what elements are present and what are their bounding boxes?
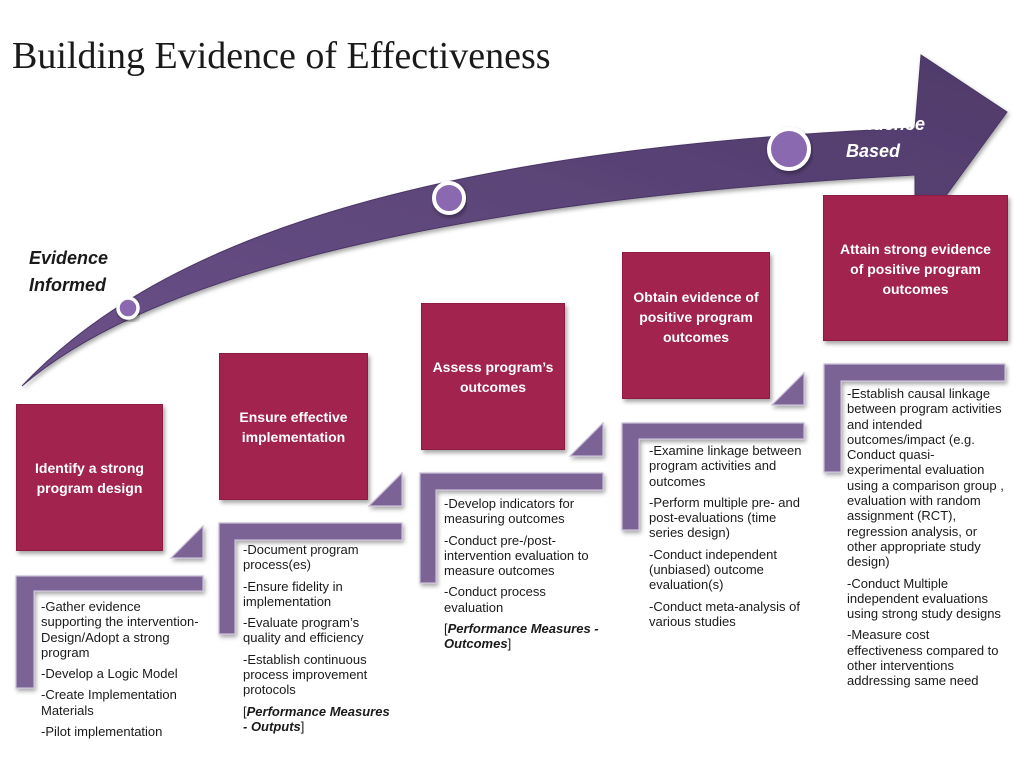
performance-measure-text: Performance Measures - Outputs [243,703,390,734]
milestone-circle-large [767,127,811,171]
step-1-title: Identify a strong program design [35,459,144,496]
performance-measure: [Performance Measures - Outcomes] [444,621,599,652]
step-2-bracket [218,522,403,635]
step-3-bracket [419,472,604,584]
step-1-bracket [15,575,204,689]
step-4-box: Obtain evidence of positive program outc… [622,252,770,399]
list-item: -Pilot implementation [41,724,163,740]
step-5-details: -Establish causal linkage between progra… [847,386,1007,695]
step-3-corner [568,421,604,457]
evidence-informed-label: Evidence Informed [29,248,109,295]
list-item: -Conduct meta-analysis of various studie… [649,598,801,629]
step-4-bracket [621,422,805,531]
evidence-based-label: Evidence Based [846,114,926,161]
step-5-bracket [823,363,1006,473]
list-item: -Gather evidence supporting the interven… [41,599,199,660]
list-item: -Establish continuous process improvemen… [243,651,368,698]
curved-arrow [21,54,1008,387]
list-item: -Examine linkage between program activit… [649,443,802,489]
milestone-circle-medium [432,181,466,215]
list-item: -Conduct pre-/post-intervention evaluati… [444,532,589,579]
step-2-details: -Document program process(es) -Ensure fi… [243,542,393,740]
step-2-box: Ensure effective implementation [219,353,368,500]
list-item: -Establish causal linkage between progra… [847,386,1004,570]
step-3-title: Assess program’s outcomes [432,358,554,395]
list-item: -Develop indicators for measuring outcom… [444,496,575,527]
step-2-corner [367,471,403,507]
list-item: -Conduct Multiple independent evaluation… [847,575,1001,622]
step-4-details: -Examine linkage between program activit… [649,443,804,635]
list-item: -Evaluate program’s quality and efficien… [243,615,364,646]
list-item: -Measure cost effectiveness compared to … [847,627,999,689]
step-4-title: Obtain evidence of positive program outc… [633,289,759,345]
step-1-box: Identify a strong program design [16,404,163,551]
step-4-corner [770,371,805,406]
step-5-box: Attain strong evidence of positive progr… [823,195,1008,341]
performance-measure-text: Performance Measures - Outcomes [444,621,599,652]
list-item: -Create Implementation Materials [41,687,177,718]
milestone-circle-small [116,296,140,320]
step-1-details: -Gather evidence supporting the interven… [41,599,201,745]
step-2-title: Ensure effective implementation [239,408,348,445]
list-item: -Document program process(es) [243,542,359,573]
step-3-box: Assess program’s outcomes [421,303,565,450]
list-item: -Conduct process evaluation [444,584,546,615]
step-1-corner [169,524,204,559]
performance-measure: [Performance Measures - Outputs] [243,703,390,734]
page-title: Building Evidence of Effectiveness [12,35,551,77]
list-item: -Perform multiple pre- and post-evaluati… [649,494,800,541]
list-item: -Develop a Logic Model [41,666,178,682]
list-item: -Conduct independent (unbiased) outcome … [649,546,777,593]
step-5-title: Attain strong evidence of positive progr… [840,241,991,297]
list-item: -Ensure fidelity in implementation [243,578,343,609]
step-3-details: -Develop indicators for measuring outcom… [444,496,602,658]
